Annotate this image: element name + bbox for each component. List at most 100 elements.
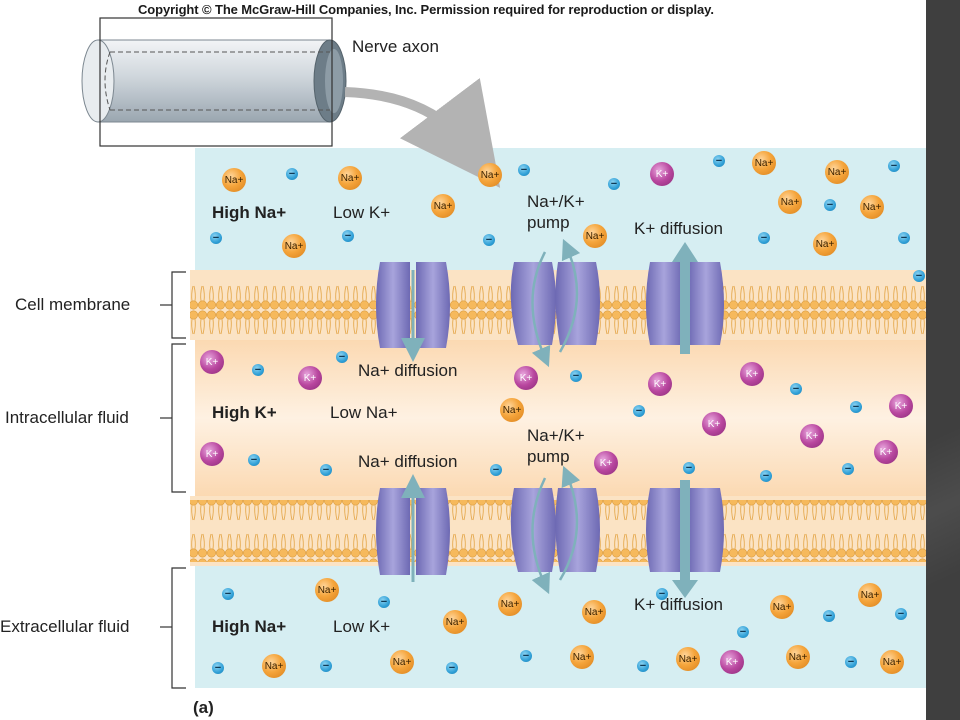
- potassium-ion: K+: [200, 350, 224, 374]
- potassium-ion: K+: [650, 162, 674, 186]
- potassium-ion: K+: [594, 451, 618, 475]
- cell-membrane-label: Cell membrane: [15, 295, 131, 314]
- sodium-ion: Na+: [860, 195, 884, 219]
- middle-pump-label-line2: pump: [527, 447, 570, 466]
- extracellular-region-bottom: [195, 566, 926, 688]
- anion-marker: −: [842, 463, 854, 475]
- na-k-pump-bottom: [510, 465, 600, 595]
- anion-marker: −: [483, 234, 495, 246]
- sodium-ion: Na+: [583, 224, 607, 248]
- anion-marker: −: [888, 160, 900, 172]
- potassium-ion: K+: [514, 366, 538, 390]
- sodium-ion: Na+: [478, 163, 502, 187]
- k-channel-bottom: [646, 480, 724, 598]
- potassium-ion: K+: [648, 372, 672, 396]
- anion-marker: −: [656, 588, 668, 600]
- sodium-ion: Na+: [813, 232, 837, 256]
- middle-low-na-label: Low Na+: [330, 403, 398, 422]
- anion-marker: −: [898, 232, 910, 244]
- sodium-ion: Na+: [500, 398, 524, 422]
- sodium-ion: Na+: [222, 168, 246, 192]
- anion-marker: −: [790, 383, 802, 395]
- sodium-ion: Na+: [262, 654, 286, 678]
- nerve-axon-label: Nerve axon: [352, 37, 439, 56]
- sodium-ion: Na+: [825, 160, 849, 184]
- sodium-ion: Na+: [858, 583, 882, 607]
- bottom-low-k-label: Low K+: [333, 617, 391, 636]
- sodium-ion: Na+: [778, 190, 802, 214]
- bottom-high-na-label: High Na+: [212, 617, 287, 636]
- potassium-ion: K+: [740, 362, 764, 386]
- anion-marker: −: [637, 660, 649, 672]
- top-pump-label-line1: Na+/K+: [527, 192, 585, 211]
- anion-marker: −: [210, 232, 222, 244]
- sodium-ion: Na+: [676, 647, 700, 671]
- anion-marker: −: [336, 351, 348, 363]
- sodium-ion: Na+: [390, 650, 414, 674]
- extracellular-fluid-label: Extracellular fluid: [0, 617, 130, 636]
- sodium-ion: Na+: [752, 151, 776, 175]
- sodium-ion: Na+: [338, 166, 362, 190]
- anion-marker: −: [320, 660, 332, 672]
- top-high-na-label: High Na+: [212, 203, 287, 222]
- sodium-ion: Na+: [570, 645, 594, 669]
- potassium-ion: K+: [889, 394, 913, 418]
- na-k-pump-top: [510, 238, 600, 368]
- anion-marker: −: [683, 462, 695, 474]
- potassium-ion: K+: [702, 412, 726, 436]
- top-pump-label-line2: pump: [527, 213, 570, 232]
- anion-marker: −: [608, 178, 620, 190]
- potassium-ion: K+: [298, 366, 322, 390]
- anion-marker: −: [212, 662, 224, 674]
- anion-marker: −: [570, 370, 582, 382]
- anion-marker: −: [252, 364, 264, 376]
- sodium-ion: Na+: [443, 610, 467, 634]
- na-channel-bottom: [376, 474, 450, 582]
- anion-marker: −: [823, 610, 835, 622]
- sodium-ion: Na+: [880, 650, 904, 674]
- panel-label: (a): [193, 698, 214, 717]
- sodium-ion: Na+: [282, 234, 306, 258]
- anion-marker: −: [342, 230, 354, 242]
- potassium-ion: K+: [800, 424, 824, 448]
- sodium-ion: Na+: [770, 595, 794, 619]
- potassium-ion: K+: [874, 440, 898, 464]
- bottom-k-diffusion-label: K+ diffusion: [634, 595, 724, 614]
- sodium-ion: Na+: [315, 578, 339, 602]
- anion-marker: −: [737, 626, 749, 638]
- anion-marker: −: [518, 164, 530, 176]
- sodium-ion: Na+: [431, 194, 455, 218]
- anion-marker: −: [446, 662, 458, 674]
- anion-marker: −: [520, 650, 532, 662]
- anion-marker: −: [895, 608, 907, 620]
- anion-marker: −: [248, 454, 260, 466]
- middle-pump-label-line1: Na+/K+: [527, 426, 585, 445]
- potassium-ion: K+: [200, 442, 224, 466]
- anion-marker: −: [490, 464, 502, 476]
- k-channel-top: [646, 242, 724, 354]
- anion-marker: −: [286, 168, 298, 180]
- anion-marker: −: [913, 270, 925, 282]
- top-k-diffusion-label: K+ diffusion: [634, 219, 724, 238]
- anion-marker: −: [320, 464, 332, 476]
- anion-marker: −: [633, 405, 645, 417]
- intracellular-region: [195, 340, 926, 496]
- anion-marker: −: [824, 199, 836, 211]
- sodium-ion: Na+: [786, 645, 810, 669]
- top-low-k-label: Low K+: [333, 203, 391, 222]
- potassium-ion: K+: [720, 650, 744, 674]
- side-brackets: [160, 271, 186, 689]
- intracellular-fluid-label: Intracellular fluid: [5, 408, 129, 427]
- anion-marker: −: [758, 232, 770, 244]
- anion-marker: −: [845, 656, 857, 668]
- sidebar-accent: [926, 0, 960, 720]
- middle-high-k-label: High K+: [212, 403, 277, 422]
- sodium-ion: Na+: [582, 600, 606, 624]
- middle-na-diffusion-bottom-label: Na+ diffusion: [358, 452, 458, 471]
- anion-marker: −: [713, 155, 725, 167]
- na-channel-top: [376, 262, 450, 362]
- middle-na-diffusion-top-label: Na+ diffusion: [358, 361, 458, 380]
- anion-marker: −: [222, 588, 234, 600]
- anion-marker: −: [850, 401, 862, 413]
